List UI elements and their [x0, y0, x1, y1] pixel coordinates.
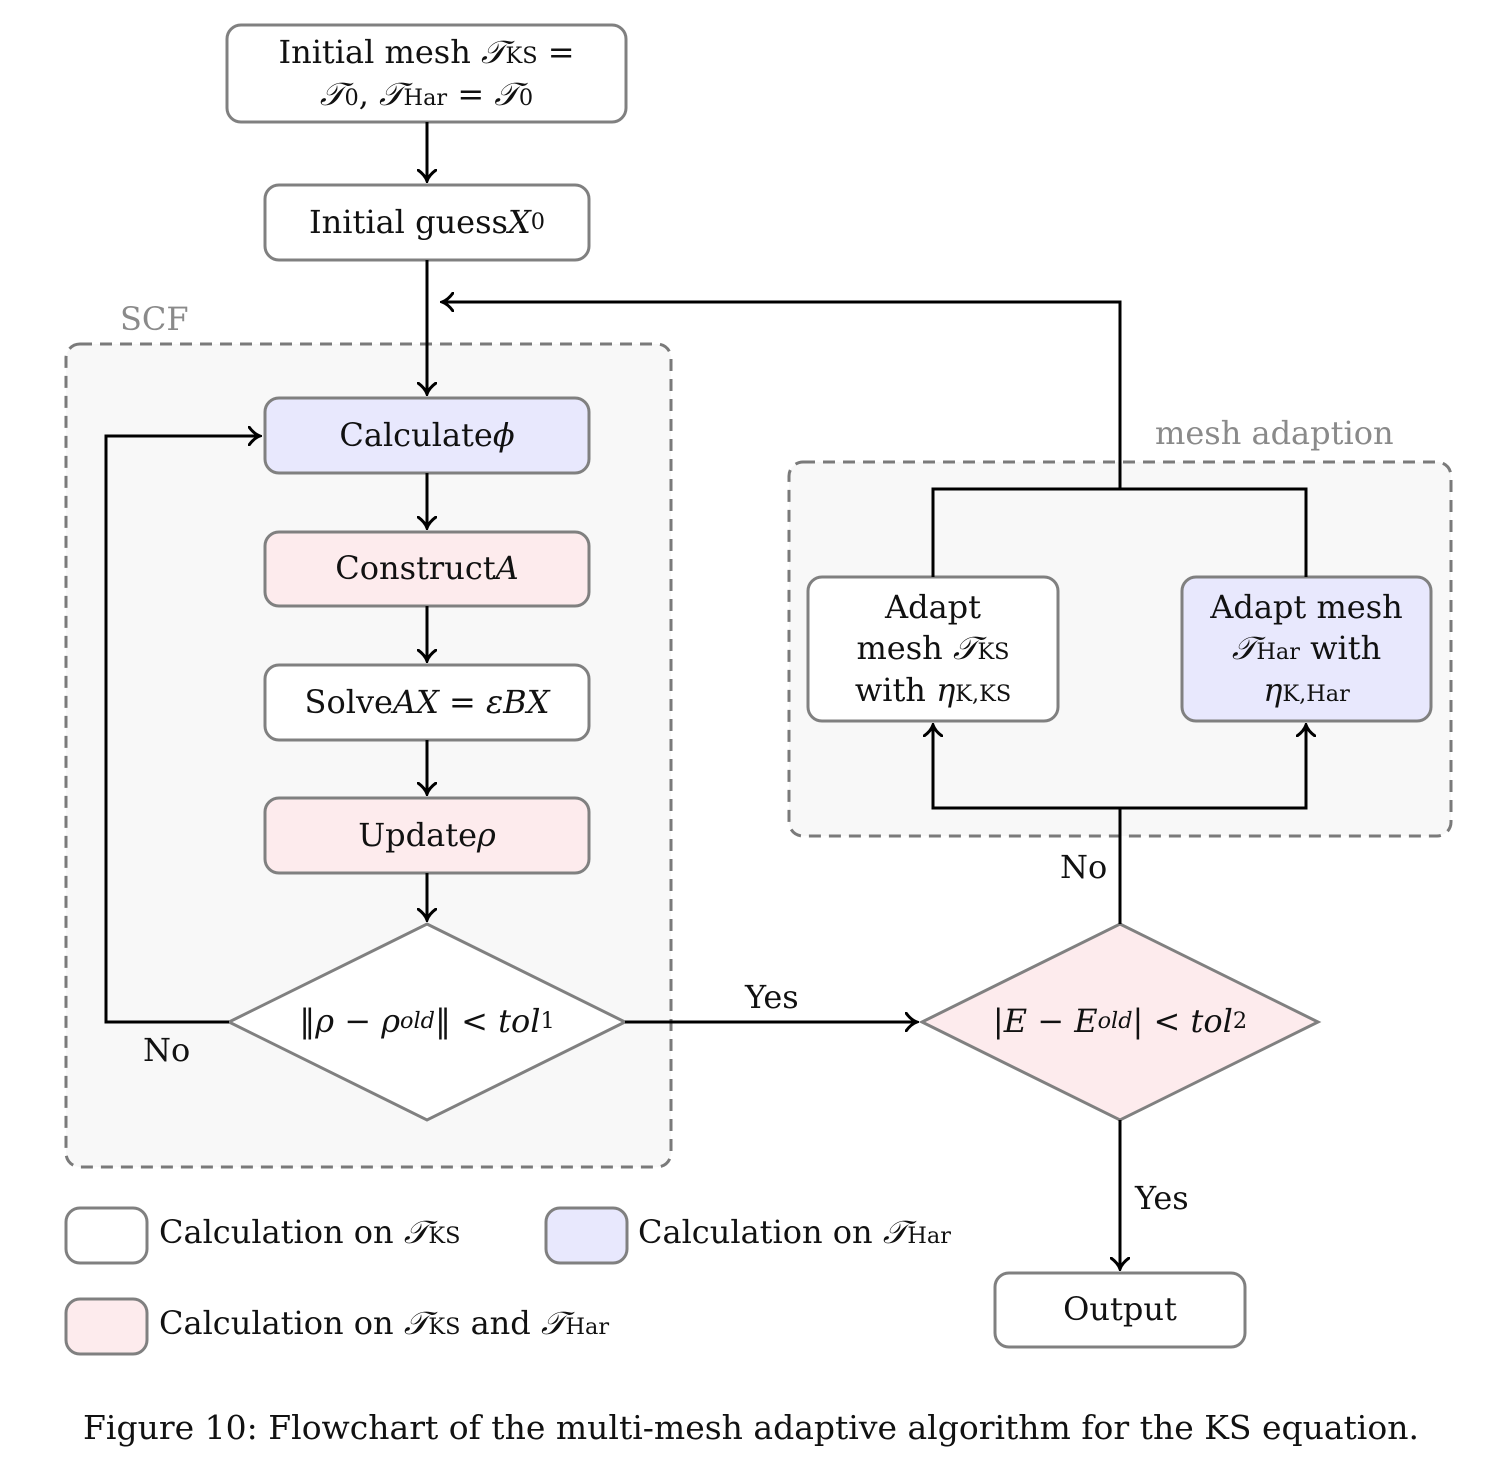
- mesh-adaption-group-label: mesh adaption: [1155, 414, 1394, 452]
- calculate-phi-label: Calculate ϕ: [339, 415, 515, 454]
- update-rho-label: Update ρ: [358, 815, 496, 854]
- edge-label-scf-no: No: [143, 1031, 190, 1069]
- edge-label-energy-no: No: [1060, 848, 1107, 886]
- construct-a-label: Construct A: [335, 549, 519, 588]
- edge-energy-no-trunk: [933, 726, 1122, 924]
- edge-scf-no-loop: [104, 436, 259, 1024]
- legend-swatch-both: [64, 1297, 149, 1356]
- legend-ks-text: Calculation on 𝒯KS: [159, 1213, 461, 1251]
- solve-label: Solve AX = εBX: [304, 682, 550, 721]
- legend-har-text: Calculation on 𝒯Har: [638, 1213, 951, 1251]
- output-box: [993, 1271, 1247, 1349]
- scf-group-label: SCF: [120, 300, 189, 338]
- legend-swatch-ks: [64, 1206, 149, 1265]
- legend-swatch-har: [544, 1206, 629, 1265]
- decision-rho-diamond: [225, 922, 629, 1122]
- edge-energy-no-har: [1120, 726, 1306, 810]
- adapt-har-label: Adapt mesh 𝒯Har with ηK,Har: [1210, 587, 1403, 709]
- output-label: Output: [1063, 1290, 1177, 1329]
- adapt-ks-label: Adapt mesh 𝒯KS with ηK,KS: [854, 587, 1012, 709]
- edge-adapt-return: [443, 302, 1122, 489]
- figure-caption: Figure 10: Flowchart of the multi-mesh a…: [83, 1408, 1419, 1447]
- edge-label-scf-yes: Yes: [744, 978, 799, 1016]
- edge-label-energy-yes: Yes: [1134, 1179, 1189, 1217]
- legend-both-text: Calculation on 𝒯KS and 𝒯Har: [159, 1304, 610, 1342]
- initial-mesh-label: Initial mesh 𝒯KS = 𝒯0, 𝒯Har = 𝒯0: [278, 32, 575, 113]
